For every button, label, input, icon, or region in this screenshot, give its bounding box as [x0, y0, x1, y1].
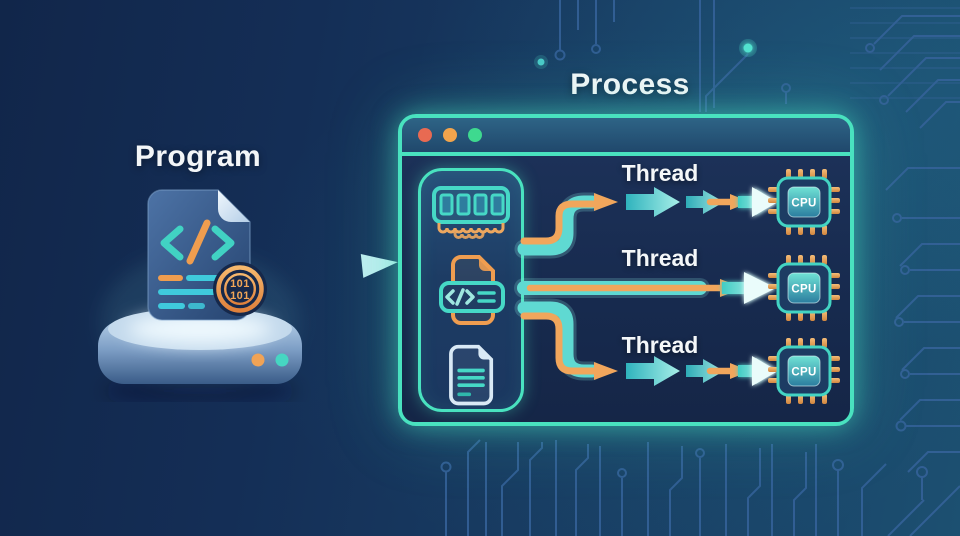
memory-pins	[437, 223, 505, 239]
binary-badge: 101 101	[213, 262, 267, 316]
thread-arrow-1	[514, 187, 778, 259]
window-body: Thread Thread Thread CPU	[402, 156, 850, 422]
cpu-chip-icon-1: CPU	[768, 169, 840, 235]
folded-corner	[218, 190, 250, 222]
cpu-label: CPU	[791, 367, 816, 379]
thread-label-3: Thread	[621, 332, 699, 358]
thread-arrows	[514, 187, 778, 386]
cpu-label: CPU	[791, 284, 816, 296]
cpu-chip-icon-3: CPU	[768, 338, 840, 404]
document-lines	[457, 368, 485, 397]
thread-label-2: Thread	[621, 245, 699, 271]
thread-arrow-2	[514, 272, 776, 304]
program-title: Program	[134, 140, 262, 173]
process-window: Thread Thread Thread CPU	[398, 114, 854, 426]
platform-dot-teal	[275, 353, 289, 367]
process-title: Process	[570, 68, 690, 101]
program-icon: 101 101	[98, 189, 302, 402]
circuit-glow-nodes	[534, 39, 757, 69]
window-titlebar	[402, 118, 850, 156]
close-button	[418, 128, 432, 142]
badge-binary-line2: 101	[230, 290, 250, 302]
document-icon	[449, 344, 494, 406]
platform-dot-orange	[251, 353, 265, 367]
thread-arrow-3	[514, 298, 778, 386]
program-to-process-arrow-icon	[301, 254, 398, 278]
disk-platform-icon	[98, 308, 302, 402]
process-resources-panel	[418, 168, 524, 412]
cpu-label: CPU	[791, 198, 816, 210]
code-file-resource-icon	[439, 255, 505, 325]
circuit-traces	[440, 0, 960, 536]
minimize-button	[443, 128, 457, 142]
maximize-button	[468, 128, 482, 142]
code-glyph-small	[445, 288, 496, 306]
cpu-chip-icon-2: CPU	[768, 255, 840, 321]
code-file-icon: 101 101	[147, 189, 267, 321]
badge-binary-line1: 101	[230, 278, 250, 290]
memory-icon	[432, 186, 510, 239]
thread-label-1: Thread	[621, 160, 699, 186]
